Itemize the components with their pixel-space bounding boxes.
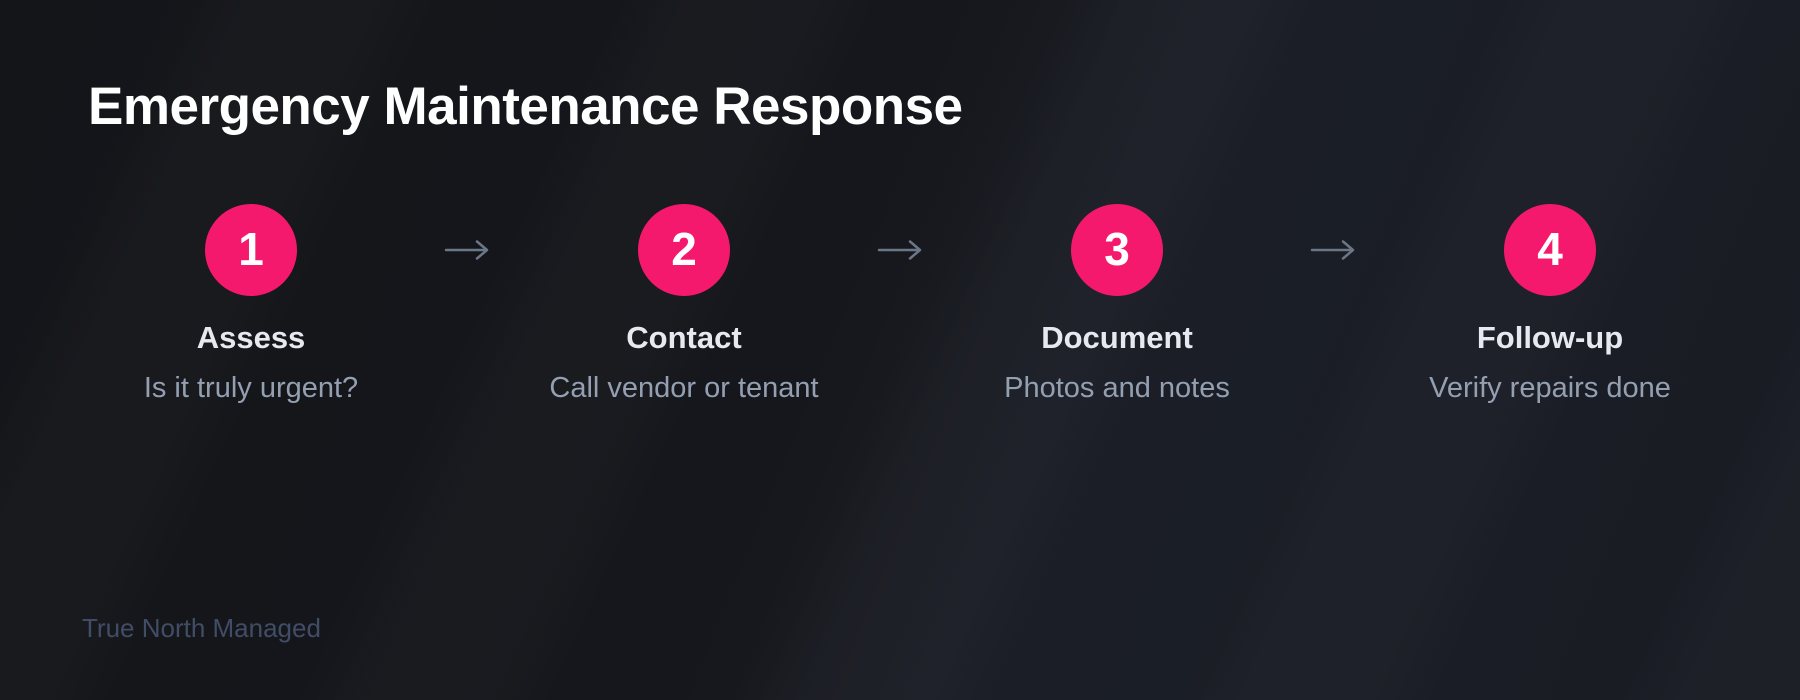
- step-number: 1: [238, 223, 264, 275]
- step-number: 2: [671, 223, 697, 275]
- step-title: Contact: [626, 320, 742, 355]
- brand-footer: True North Managed: [82, 613, 321, 643]
- step-description: Is it truly urgent?: [143, 372, 359, 404]
- step-number-badge: 1: [205, 204, 297, 296]
- step-description: Photos and notes: [1004, 372, 1230, 404]
- arrow-right-icon: [877, 236, 923, 264]
- step-description: Call vendor or tenant: [549, 372, 819, 404]
- step-number: 3: [1104, 223, 1130, 275]
- step-title: Document: [1041, 320, 1193, 355]
- arrow-right-icon: [444, 236, 490, 264]
- process-step-follow-up: 4 Follow-up Verify repairs done: [1350, 204, 1750, 405]
- step-number-badge: 2: [638, 204, 730, 296]
- process-step-assess: 1 Assess Is it truly urgent?: [51, 204, 451, 405]
- step-number-badge: 3: [1071, 204, 1163, 296]
- step-number: 4: [1537, 223, 1563, 275]
- step-title: Follow-up: [1476, 320, 1624, 355]
- step-number-badge: 4: [1504, 204, 1596, 296]
- process-step-contact: 2 Contact Call vendor or tenant: [484, 204, 884, 405]
- step-title: Assess: [196, 320, 306, 355]
- page-title: Emergency Maintenance Response: [88, 77, 963, 136]
- step-description: Verify repairs done: [1429, 372, 1671, 404]
- arrow-right-icon: [1310, 236, 1356, 264]
- process-step-document: 3 Document Photos and notes: [917, 204, 1317, 405]
